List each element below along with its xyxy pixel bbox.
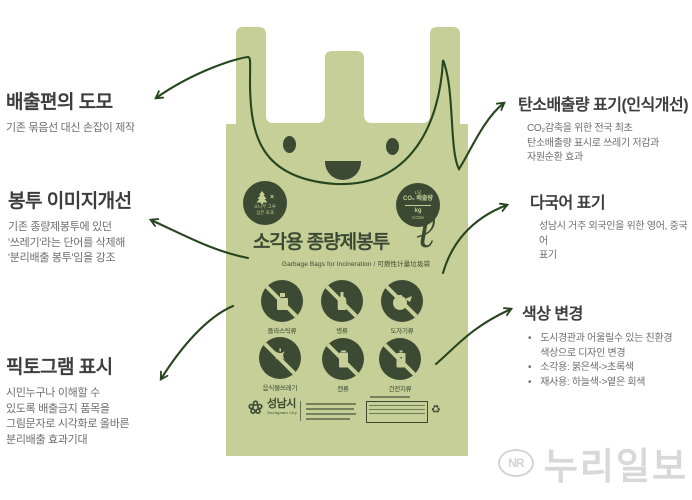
- annotation-multilingual: 다국어 표기 성남시 거주 외국인을 위한 영어, 중국어 표기: [530, 189, 692, 264]
- pictogram-label: 도자기류: [390, 328, 414, 335]
- pictogram-label: 병류: [336, 328, 348, 335]
- co2-badge-unit-sub: CO2e: [412, 215, 424, 220]
- fine-print-line: [306, 413, 356, 415]
- annotation-title: 색상 변경: [522, 306, 583, 323]
- press-watermark: NR 누리일보: [497, 436, 688, 490]
- co2-badge-unit: kg: [414, 208, 422, 214]
- tree-badge-x-mark: ×: [269, 194, 275, 201]
- recycle-icon: ♻: [431, 404, 441, 416]
- annotation-body: 성남시 거주 외국인을 위한 영어, 중국어 표기: [539, 221, 688, 261]
- co2-badge-divider: [405, 204, 431, 206]
- bullet-dot: •: [528, 376, 532, 388]
- watermark-text: 누리일보: [543, 446, 688, 487]
- bag-subtitle: Garbage Bags for Incineration / 可燃性计量垃圾袋: [281, 261, 431, 268]
- annotation-title: 다국어 표기: [530, 195, 606, 212]
- bullet-text: 소각용: 붉은색->초록색: [540, 362, 634, 373]
- footer-info-box: [366, 401, 428, 423]
- pictogram-label: 건전지류: [388, 386, 412, 393]
- liter-symbol: ℓ: [416, 204, 436, 258]
- fine-print-line: [369, 405, 425, 406]
- pictogram-can: [322, 338, 364, 380]
- fine-print-line: [306, 408, 354, 410]
- annotation-handle: 배출편의 도모 기존 묶음선 대신 손잡이 제작: [6, 87, 196, 137]
- bullet-dot: •: [528, 362, 532, 373]
- tree-badge: × 소나무 그루 심은 효과: [243, 181, 287, 225]
- tree-badge-line2: 심은 효과: [256, 209, 274, 215]
- co2-badge: L당 CO₂ 배출량 kg CO2e: [396, 183, 440, 227]
- tree-badge-line1: 소나무 그루: [254, 204, 276, 209]
- smiley-left-eye-icon: [283, 136, 296, 153]
- annotation-pictogram: 픽토그램 표시 시민누구나 이해할 수 있도록 배출금지 품목을 그림문자로 시…: [6, 352, 196, 448]
- fine-print-line: [369, 413, 425, 414]
- pictogram-plastic: [261, 280, 303, 322]
- annotation-title: 배출편의 도모: [6, 92, 113, 113]
- annotation-color-change: 색상 변경 • 도시경관과 어울릴수 있는 친환경 색상으로 디자인 변경 • …: [522, 300, 692, 390]
- nr-logo: NR: [497, 449, 534, 477]
- bullet-item: • 도시경관과 어울릴수 있는 친환경 색상으로 디자인 변경: [528, 332, 692, 361]
- annotation-body: 기존 종량제봉투에 있던 '쓰레기'라는 단어를 삭제해 '분리배출 봉투'임을…: [8, 221, 126, 264]
- annotation-body: 기존 묶음선 대신 손잡이 제작: [6, 122, 135, 134]
- annotation-body: CO₂감축을 위한 전국 최초 탄소배출량 표시로 쓰레기 저감과 자원순환 효…: [527, 123, 660, 163]
- pictogram-label: 플라스틱류: [267, 328, 297, 335]
- co2-badge-main: CO₂ 배출량: [403, 196, 433, 202]
- bullet-text: 도시경관과 어울릴수 있는 친환경 색상으로 디자인 변경: [540, 333, 673, 359]
- pictogram-battery: [379, 338, 421, 380]
- annotation-body: 시민누구나 이해할 수 있도록 배출금지 품목을 그림문자로 시각화로 올바른 …: [6, 387, 130, 446]
- pictogram-label: 캔류: [337, 386, 349, 393]
- pictogram-bottle: [321, 280, 363, 322]
- city-name: 성남시: [267, 398, 296, 410]
- pine-tree-icon: [256, 191, 268, 204]
- pictogram-ceramics: [381, 280, 423, 322]
- smiley-right-eye-icon: [386, 138, 399, 155]
- co2-badge-top: L당: [414, 189, 422, 195]
- city-name-en: Seongnam City: [267, 410, 297, 415]
- bullet-text: 재사용: 하늘색->옅은 회색: [540, 376, 646, 388]
- footer-divider: [300, 401, 301, 421]
- city-logo-block: 성남시 Seongnam City: [248, 399, 297, 415]
- seongnam-city-emblem-icon: [248, 399, 263, 414]
- annotation-title: 봉투 이미지개선: [8, 191, 132, 212]
- fine-print-line: [306, 403, 356, 405]
- bag-title: 소각용 종량제봉투: [252, 232, 390, 253]
- annotation-carbon: 탄소배출량 표기(인식개선) CO₂감축을 위한 전국 최초 탄소배출량 표시로…: [518, 91, 692, 166]
- garbage-bag: × 소나무 그루 심은 효과 L당 CO₂ 배출량 kg CO2e 소각용 종량…: [226, 24, 468, 456]
- color-change-bullet-list: • 도시경관과 어울릴수 있는 친환경 색상으로 디자인 변경 • 소각용: 붉…: [528, 332, 692, 390]
- pictogram-food-waste: [259, 337, 301, 379]
- bullet-item: • 재사용: 하늘색->옅은 회색: [528, 376, 692, 391]
- pictogram-label: 음식물쓰레기: [262, 385, 298, 392]
- annotation-title: 탄소배출량 표기(인식개선): [518, 97, 689, 114]
- bullet-item: • 소각용: 붉은색->초록색: [528, 361, 692, 376]
- bullet-dot: •: [528, 333, 532, 344]
- annotation-title: 픽토그램 표시: [6, 357, 113, 378]
- fine-print-line: [370, 396, 410, 398]
- fine-print-line: [306, 418, 350, 420]
- fine-print-line: [369, 409, 425, 410]
- annotation-image-improve: 봉투 이미지개선 기존 종량제봉투에 있던 '쓰레기'라는 단어를 삭제해 '분…: [8, 186, 198, 267]
